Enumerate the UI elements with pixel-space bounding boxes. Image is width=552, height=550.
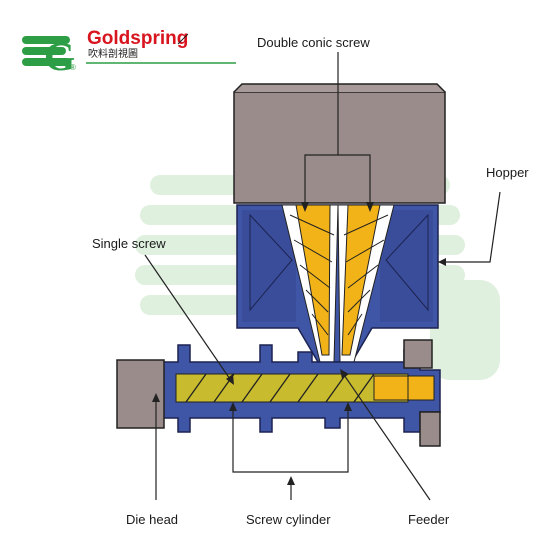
brand-mark-letter: G [44, 34, 75, 79]
brand-logo: G ® Goldspring 吹料剖視圖 [22, 28, 236, 79]
brand-registered: ® [70, 63, 76, 72]
label-screw-cylinder: Screw cylinder [246, 512, 331, 527]
brand-mark-icon: G ® [22, 34, 76, 79]
hopper-leader-line [438, 191, 501, 263]
single-screw [175, 373, 435, 403]
label-hopper: Hopper [486, 165, 529, 180]
label-die-head: Die head [126, 512, 178, 527]
brand-subtitle: 吹料剖視圖 [88, 47, 138, 60]
label-single-screw: Single screw [92, 236, 166, 251]
double-conic-screw-leader [304, 52, 371, 208]
hopper-housing [233, 91, 446, 204]
single-screw-leader [144, 254, 233, 383]
label-double-conic-screw: Double conic screw [257, 35, 370, 50]
double-conic-screw [281, 204, 395, 363]
brand-name: Goldspring [87, 28, 188, 49]
die-head-block [116, 359, 165, 429]
label-feeder: Feeder [408, 512, 450, 527]
brand-pen-icon [177, 33, 189, 45]
feeder-leader [341, 371, 431, 501]
